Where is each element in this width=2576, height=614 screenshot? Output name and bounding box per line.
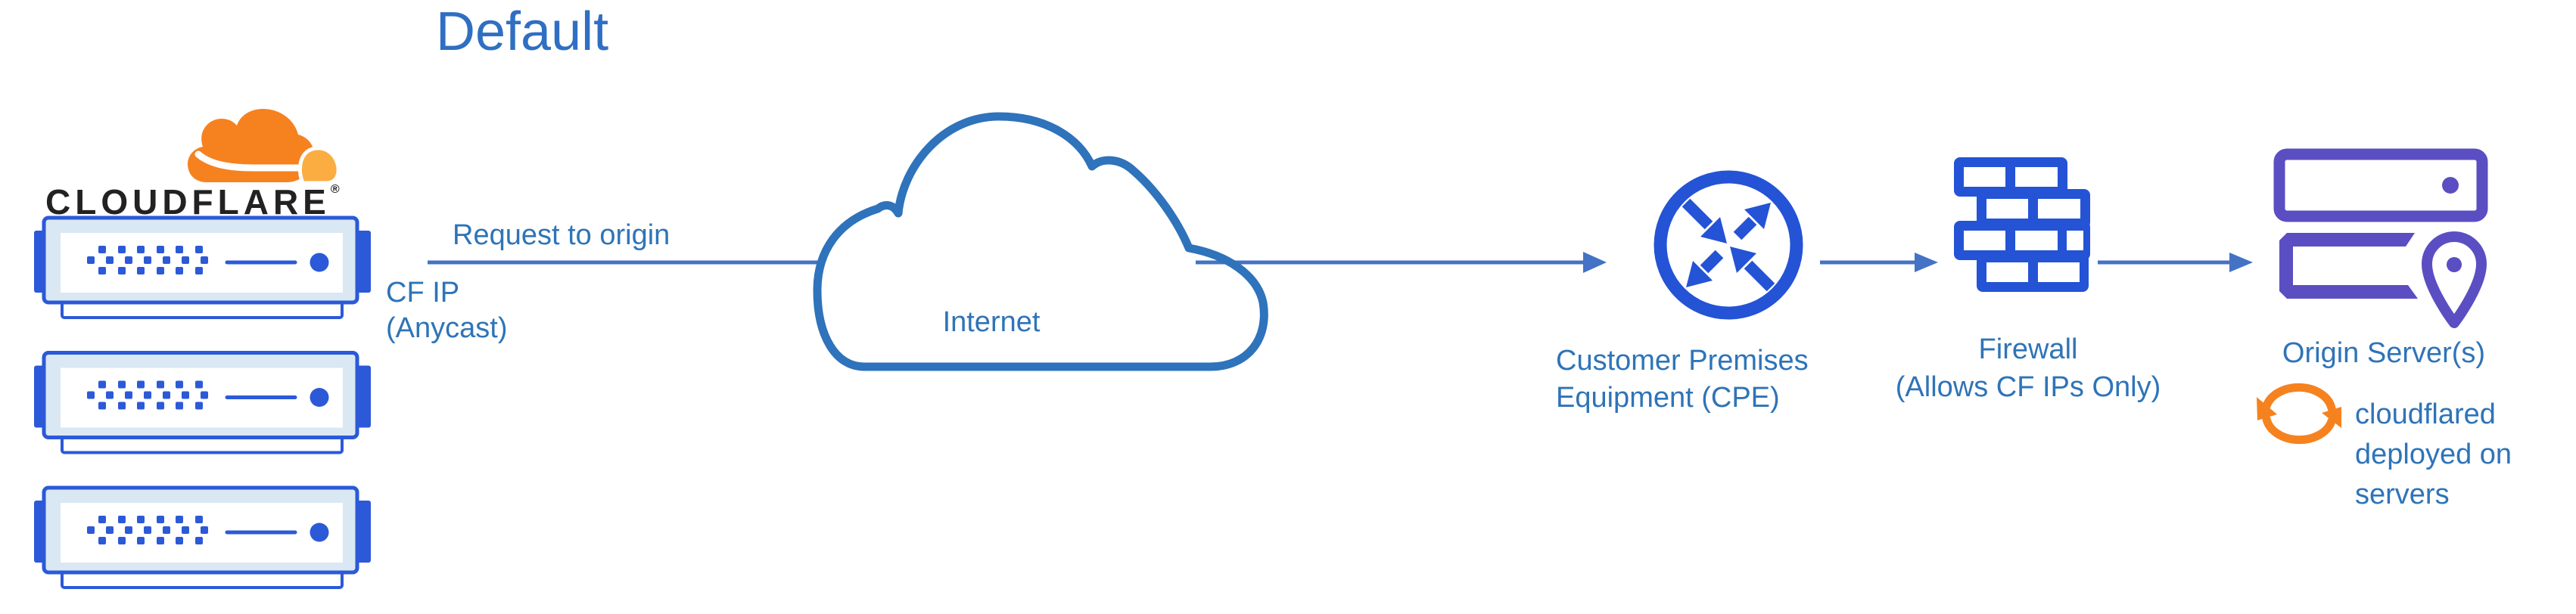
cloudflare-logo-cloud-icon [188,109,341,185]
firewall-icon [1954,157,2090,292]
origin-servers-label: Origin Server(s) [2282,337,2486,369]
edge-server-icon [34,218,371,318]
sync-arrows-icon [2257,383,2341,445]
firewall-label: Firewall(Allows CF IPs Only) [1895,333,2161,403]
cpe-router-icon [1654,170,1803,320]
location-pin-icon [2422,231,2487,328]
edge-server-icon [34,488,371,588]
internet-label: Internet [942,306,1041,338]
origin-servers-icon [2273,148,2488,328]
request-arrow-line-right [1196,252,1607,273]
diagram-title: Default [436,2,609,62]
edge-server-stack [34,218,371,588]
router-arrows-icon [1682,198,1775,292]
request-to-origin-label: Request to origin [453,219,670,251]
cpe-to-firewall-arrow [1820,253,1938,272]
firewall-to-origin-arrow [2098,253,2253,272]
registered-trademark: ® [330,183,340,196]
cf-ip-anycast-label: CF IP(Anycast) [386,277,508,344]
cloudflare-wordmark: CLOUDFLARE® [45,181,340,222]
edge-server-icon [34,353,371,453]
cloudflare-brand-text: CLOUDFLARE [45,182,331,222]
